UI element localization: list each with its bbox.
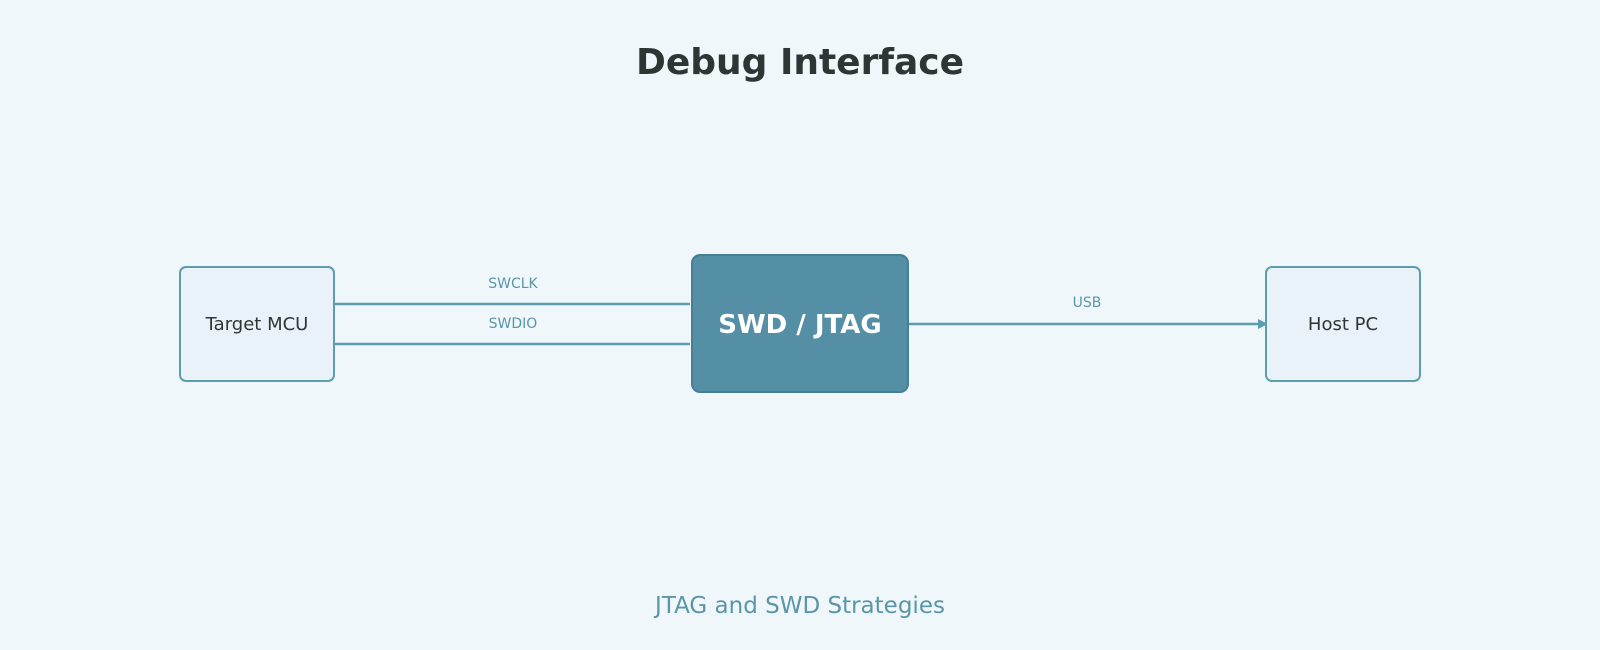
usb-label: USB xyxy=(1073,295,1102,311)
target-mcu-label: Target MCU xyxy=(205,314,309,335)
node-swd-jtag-adapter[interactable]: SWD / JTAG xyxy=(691,254,909,393)
usb-arrow-head-icon xyxy=(1258,319,1268,329)
node-target-mcu[interactable]: Target MCU xyxy=(179,266,335,382)
swd-jtag-box xyxy=(691,254,909,393)
swdio-label: SWDIO xyxy=(489,316,538,332)
swclk-label: SWCLK xyxy=(488,276,538,292)
node-host-pc[interactable]: Host PC xyxy=(1265,266,1421,382)
diagram-caption: JTAG and SWD Strategies xyxy=(653,593,945,619)
target-mcu-box xyxy=(179,266,335,382)
host-pc-box xyxy=(1265,266,1421,382)
diagram-title: Debug Interface xyxy=(636,42,964,83)
host-pc-label: Host PC xyxy=(1308,314,1378,335)
swd-jtag-label: SWD / JTAG xyxy=(718,310,881,340)
